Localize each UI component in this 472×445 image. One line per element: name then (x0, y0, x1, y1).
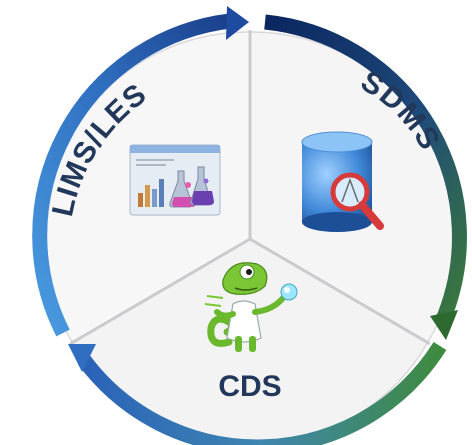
divider-lines (69, 30, 431, 346)
arc-lims (32, 13, 231, 337)
lab-report-chart-flasks-icon (129, 144, 221, 216)
arrowhead-right-icon (430, 310, 458, 340)
cycle-ring (32, 13, 467, 445)
label-cds: CDS (218, 370, 281, 403)
arc-cds (77, 341, 447, 445)
arrowhead-top-icon (226, 6, 249, 40)
chameleon-scientist-mascot-icon (204, 262, 298, 352)
arrow-heads (68, 6, 458, 372)
arc-sdms (264, 14, 467, 325)
arrowhead-bottom-left-icon (68, 344, 96, 372)
database-magnifier-icon (301, 131, 384, 232)
